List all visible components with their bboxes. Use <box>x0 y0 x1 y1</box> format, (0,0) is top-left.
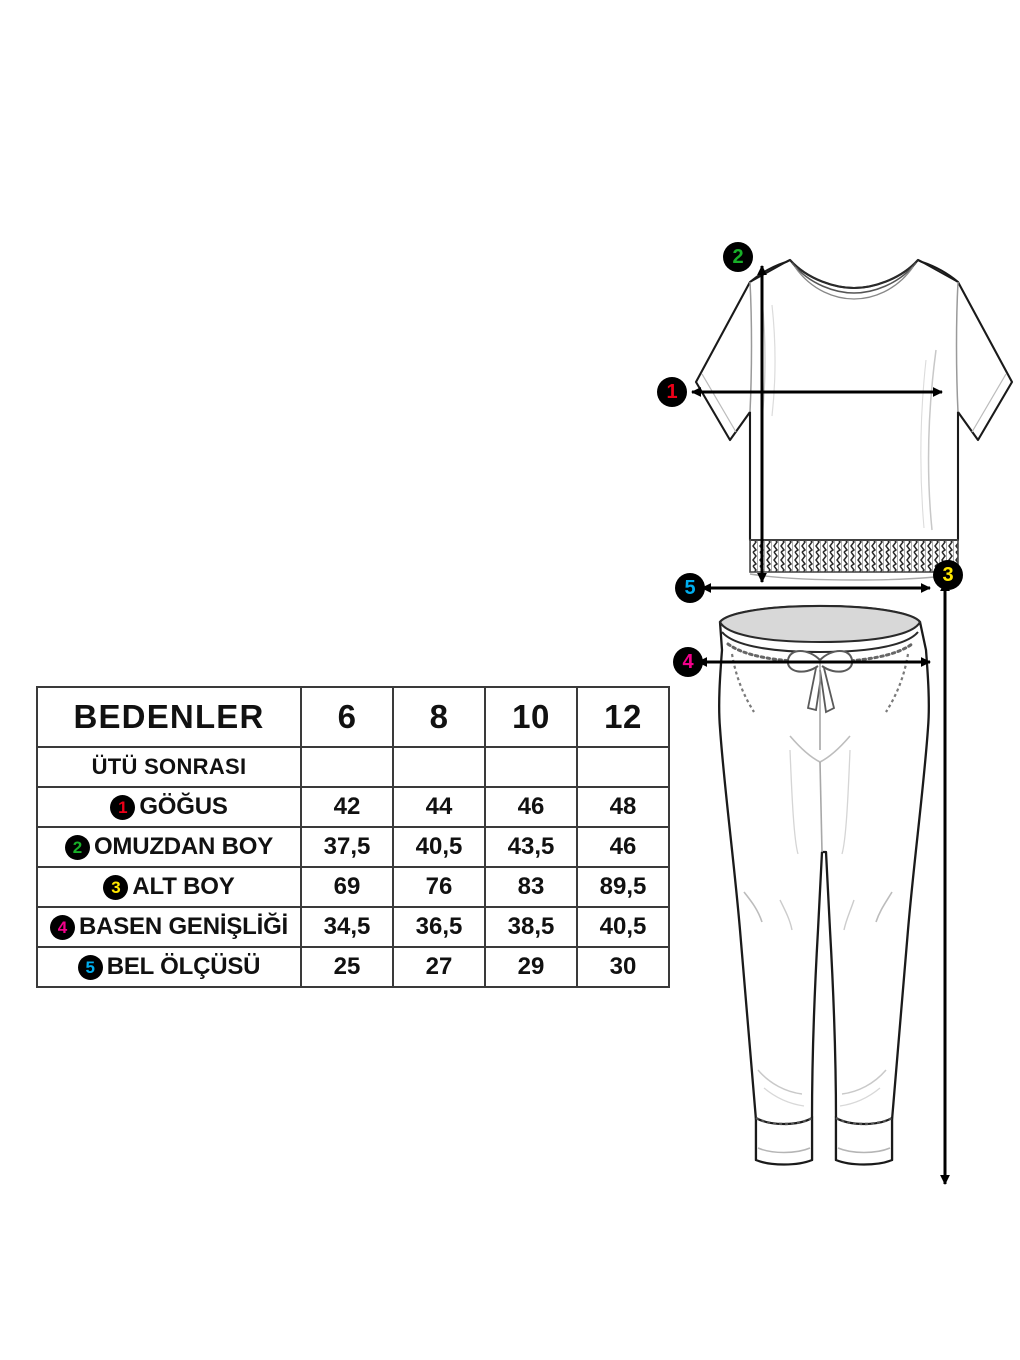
cell-omuzdan-boy-6: 37,5 <box>300 826 394 868</box>
callout-badge-2: 2 <box>723 242 753 272</box>
header-size-12: 12 <box>576 686 670 748</box>
cell-basen-genisligi-10: 38,5 <box>484 906 578 948</box>
callout-badge-5: 5 <box>675 573 705 603</box>
cell-gogus-12: 48 <box>576 786 670 828</box>
row-label-text: GÖĞUS <box>139 793 228 821</box>
cell-bel-olcusu-10: 29 <box>484 946 578 988</box>
cell-alt-boy-10: 83 <box>484 866 578 908</box>
cell-bel-olcusu-6: 25 <box>300 946 394 988</box>
header-size-8: 8 <box>392 686 486 748</box>
subheader-cell-10 <box>484 746 578 788</box>
cell-basen-genisligi-8: 36,5 <box>392 906 486 948</box>
cell-basen-genisligi-12: 40,5 <box>576 906 670 948</box>
callout-badge-1: 1 <box>657 377 687 407</box>
cell-bel-olcusu-8: 27 <box>392 946 486 988</box>
cell-gogus-6: 42 <box>300 786 394 828</box>
cell-omuzdan-boy-8: 40,5 <box>392 826 486 868</box>
cell-gogus-8: 44 <box>392 786 486 828</box>
subheader-cell-6 <box>300 746 394 788</box>
cell-basen-genisligi-6: 34,5 <box>300 906 394 948</box>
row-label-text: OMUZDAN BOY <box>93 833 274 861</box>
row-label-text: BEL ÖLÇÜSÜ <box>106 953 261 981</box>
garment-diagram: 2 1 3 5 4 <box>640 230 1020 1210</box>
header-size-6: 6 <box>300 686 394 748</box>
row-label-text: BASEN GENİŞLİĞİ <box>78 913 289 941</box>
table-header-row: BEDENLER 6 8 10 12 <box>36 686 670 748</box>
subheader-cell-12 <box>576 746 670 788</box>
badge-3-icon: 3 <box>103 874 129 900</box>
badge-2-icon: 2 <box>64 834 90 860</box>
cell-alt-boy-6: 69 <box>300 866 394 908</box>
subheader-cell-8 <box>392 746 486 788</box>
tshirt-drawing <box>691 258 1014 583</box>
badge-1-icon: 1 <box>110 794 136 820</box>
callout-badge-3: 3 <box>933 560 963 590</box>
table-subheader-row: ÜTÜ SONRASI <box>36 746 670 788</box>
cell-alt-boy-12: 89,5 <box>576 866 670 908</box>
badge-5-icon: 5 <box>77 954 103 980</box>
header-bedenler: BEDENLER <box>36 686 302 748</box>
cell-gogus-10: 46 <box>484 786 578 828</box>
cell-bel-olcusu-12: 30 <box>576 946 670 988</box>
cell-omuzdan-boy-12: 46 <box>576 826 670 868</box>
subheader-utu-sonrasi: ÜTÜ SONRASI <box>36 746 302 788</box>
header-size-10: 10 <box>484 686 578 748</box>
callout-badge-4: 4 <box>673 647 703 677</box>
row-label-text: ALT BOY <box>132 873 235 901</box>
pants-drawing <box>697 583 931 1166</box>
cell-alt-boy-8: 76 <box>392 866 486 908</box>
cell-omuzdan-boy-10: 43,5 <box>484 826 578 868</box>
badge-4-icon: 4 <box>49 914 75 940</box>
